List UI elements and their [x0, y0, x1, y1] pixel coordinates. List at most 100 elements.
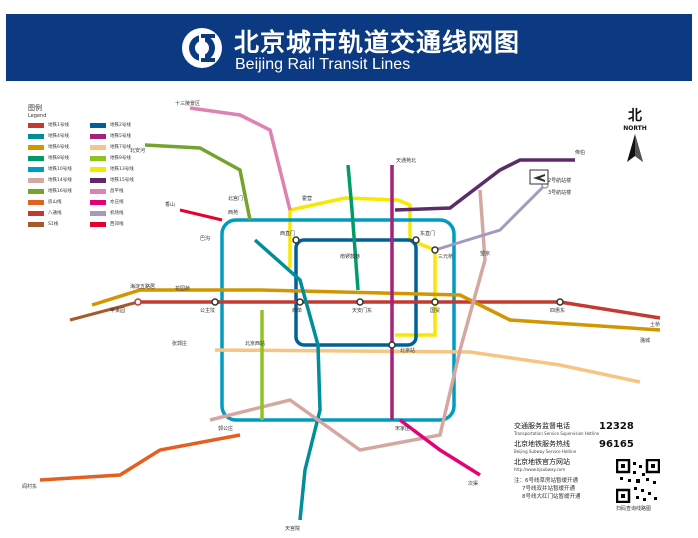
legend-swatch: [90, 178, 106, 183]
line-13[interactable]: [288, 196, 437, 337]
line-fangshan[interactable]: [39, 433, 241, 482]
station-label[interactable]: 北安河: [130, 147, 145, 154]
line-10-loop[interactable]: [220, 218, 456, 422]
station-label[interactable]: 国贸: [430, 307, 440, 314]
hotline-row: 交通服务监督电话 Transportation Service Supervis…: [514, 421, 694, 439]
legend-label: S1线: [48, 222, 59, 227]
station-label[interactable]: 北宫门: [228, 195, 243, 202]
station-label[interactable]: 郭公庄: [218, 425, 233, 432]
station-label[interactable]: 北京站: [400, 347, 415, 354]
station-label[interactable]: 南锣鼓巷: [340, 253, 360, 260]
station-label[interactable]: 巴沟: [200, 235, 210, 242]
legend-swatch: [28, 134, 44, 139]
line-s1[interactable]: [69, 300, 139, 322]
legend-swatch: [90, 123, 106, 128]
legend-list: 地铁1号线地铁2号线地铁4号线地铁5号线地铁6号线地铁7号线地铁8号线地铁9号线…: [28, 121, 134, 229]
north-label-en: NORTH: [623, 125, 647, 132]
legend-swatch: [28, 145, 44, 150]
station-label[interactable]: 苹果园: [110, 307, 125, 314]
line-14[interactable]: [209, 189, 487, 452]
legend-label: 地铁4号线: [48, 134, 69, 139]
legend-swatch: [90, 200, 106, 205]
qr-code-icon[interactable]: [616, 459, 660, 503]
line-xijiao[interactable]: [179, 208, 223, 222]
station-label[interactable]: 北京西站: [245, 340, 265, 347]
line-15[interactable]: [394, 158, 575, 212]
legend-label: 地铁16号线: [48, 189, 72, 194]
station-label[interactable]: 望京: [480, 250, 490, 257]
station-markers[interactable]: [134, 181, 564, 349]
legend-subtitle: Legend: [28, 113, 47, 119]
station-label[interactable]: 四惠东: [550, 307, 565, 314]
station-label[interactable]: 霍营: [302, 195, 312, 202]
legend-label: 八通线: [48, 211, 62, 216]
legend-swatch: [28, 200, 44, 205]
station-label[interactable]: 天通苑北: [396, 157, 416, 164]
station-label[interactable]: 宋家庄: [395, 425, 410, 432]
station-label[interactable]: 西苑: [228, 209, 238, 216]
station-label[interactable]: 2号航站楼: [548, 177, 571, 184]
legend-swatch: [28, 222, 44, 227]
line-16[interactable]: [144, 143, 252, 221]
website-url[interactable]: http://www.bjsubway.com: [514, 467, 566, 472]
legend-label: 机场线: [110, 211, 124, 216]
station-label[interactable]: 花园桥: [175, 285, 190, 292]
hotline-panel: 交通服务监督电话 Transportation Service Supervis…: [514, 421, 694, 475]
legend-panel: 图例 Legend 地铁1号线地铁2号线地铁4号线地铁5号线地铁6号线地铁7号线…: [28, 103, 134, 229]
line-batong[interactable]: [559, 300, 661, 320]
station-label[interactable]: 天安门东: [352, 307, 372, 314]
station-label[interactable]: 三元桥: [438, 253, 453, 260]
legend-label: 地铁14号线: [48, 178, 72, 183]
hotline-label: 交通服务监督电话: [514, 422, 570, 430]
hotline-row: 北京地铁服务热线 Beijing Subway Service Hotline …: [514, 439, 694, 457]
compass-arrow-icon: [627, 134, 643, 162]
line-8[interactable]: [346, 164, 360, 291]
station-label[interactable]: 西单: [292, 307, 302, 314]
station-label[interactable]: 潞城: [640, 337, 650, 344]
legend-label: 地铁5号线: [110, 134, 131, 139]
station-label[interactable]: 俸伯: [575, 149, 585, 156]
legend-label: 地铁7号线: [110, 145, 131, 150]
legend-title: 图例: [28, 104, 42, 112]
station-label[interactable]: 天宫院: [285, 525, 300, 532]
line-4[interactable]: [253, 238, 322, 521]
legend-label: 昌平线: [110, 189, 124, 194]
legend-label: 地铁10号线: [48, 167, 72, 172]
station-label[interactable]: 张郭庄: [172, 340, 187, 347]
line-changping[interactable]: [189, 106, 292, 211]
map-title-cn: 北京城市轨道交通线网图: [234, 28, 521, 57]
station-label[interactable]: 海淀五路居: [130, 283, 155, 290]
legend-label: 亦庄线: [110, 200, 124, 205]
note-line: 注：6号线草房站暂缓开通: [514, 478, 579, 484]
station-label[interactable]: 3号航站楼: [548, 189, 571, 196]
station-label[interactable]: 次渠: [468, 480, 478, 487]
station-label[interactable]: 东直门: [420, 230, 435, 237]
legend-swatch: [90, 222, 106, 227]
hotline-label: 北京地铁服务热线: [514, 440, 570, 448]
station-label[interactable]: 阎村东: [22, 483, 37, 490]
hotline-number: 12328: [599, 421, 634, 432]
station-label[interactable]: 公主坟: [200, 307, 215, 314]
legend-label: 西郊线: [110, 222, 124, 227]
notes-panel: 注：6号线草房站暂缓开通 7号线双井站暂缓开通 8号线大红门站暂缓开通: [514, 477, 614, 501]
station-label[interactable]: 香山: [165, 201, 175, 208]
station-label[interactable]: 土桥: [650, 321, 660, 328]
line-airport[interactable]: [434, 183, 547, 252]
line-7[interactable]: [214, 348, 641, 384]
legend-label: 房山线: [48, 200, 62, 205]
station-label[interactable]: 十三陵景区: [175, 100, 200, 107]
station-label[interactable]: 西直门: [280, 230, 295, 237]
hotline-number: 96165: [599, 439, 634, 450]
legend-label: 地铁9号线: [110, 156, 131, 161]
airplane-icon: [529, 169, 549, 185]
legend-swatch: [90, 211, 106, 216]
title-banner: 北京城市轨道交通线网图 Beijing Rail Transit Lines: [6, 14, 692, 81]
north-arrow: 北 NORTH: [618, 105, 652, 164]
legend-swatch: [90, 189, 106, 194]
line-6[interactable]: [91, 288, 661, 332]
line-yizhuang[interactable]: [398, 418, 481, 477]
legend-swatch: [90, 156, 106, 161]
legend-swatch: [90, 145, 106, 150]
map-title-en: Beijing Rail Transit Lines: [235, 56, 411, 73]
